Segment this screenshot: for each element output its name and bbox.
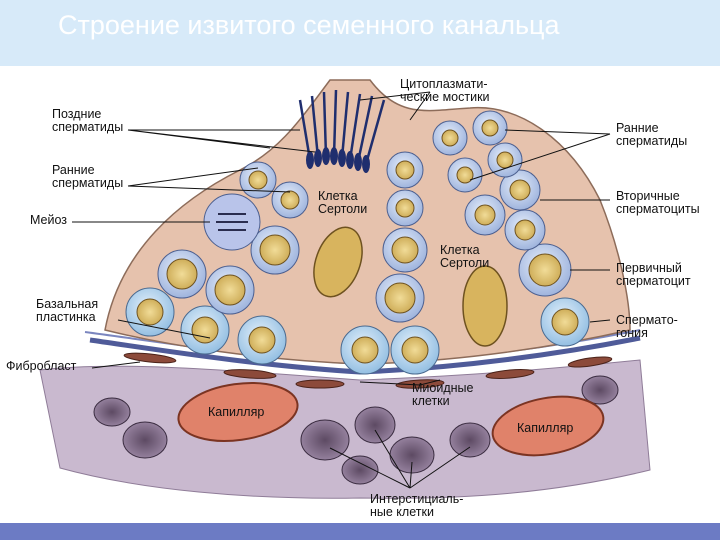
primary-spermatocytes	[157, 225, 572, 323]
label-cytoplasmic-bridges: Цитоплазмати- ческие мостики	[400, 77, 490, 104]
bottom-bar	[0, 523, 720, 540]
label-capillary-right: Капилляр	[517, 421, 574, 435]
label-primary-spermatocyte: Первичный сперматоцит	[616, 261, 691, 288]
label-sertoli-cell-1: Клетка Сертоли	[318, 189, 368, 216]
label-early-spermatids-right: Ранние сперматиды	[616, 121, 688, 148]
label-late-spermatids: Поздние сперматиды	[52, 107, 124, 134]
early-spermatids-left	[239, 161, 309, 219]
title-band	[0, 0, 720, 66]
label-capillary-left: Капилляр	[208, 405, 265, 419]
capillary-left	[177, 382, 299, 442]
leader-lines	[72, 91, 611, 489]
label-interstitial-cells: Интерстициаль- ные клетки	[370, 492, 464, 519]
sertoli-nucleus-2	[462, 265, 508, 347]
label-spermatogonia: Сперматo- гония	[616, 313, 678, 340]
spermatid-heads	[306, 147, 370, 173]
interstitial-cells	[93, 375, 619, 485]
sertoli-nucleus-1	[313, 226, 363, 298]
early-spermatids-right	[386, 110, 523, 227]
spermatogonia	[125, 287, 590, 375]
secondary-spermatocytes	[464, 169, 546, 251]
myoid-cells	[123, 352, 613, 389]
label-fibroblast: Фибробласт	[6, 359, 77, 373]
capillary-right	[491, 395, 605, 457]
late-spermatids	[298, 89, 386, 165]
label-basal-lamina: Базальная пластинка	[36, 297, 99, 324]
label-myoid-cells: Миоидные клетки	[412, 381, 474, 408]
slide-title: Строение извитого семенного канальца	[58, 10, 560, 40]
label-early-spermatids-left: Ранние сперматиды	[52, 163, 124, 190]
label-sertoli-cell-2: Клетка Сертоли	[440, 243, 490, 270]
label-meiosis: Мейоз	[30, 213, 68, 227]
label-secondary-spermatocytes: Вторичные сперматоциты	[616, 189, 700, 216]
meiosis-cell	[203, 193, 261, 251]
